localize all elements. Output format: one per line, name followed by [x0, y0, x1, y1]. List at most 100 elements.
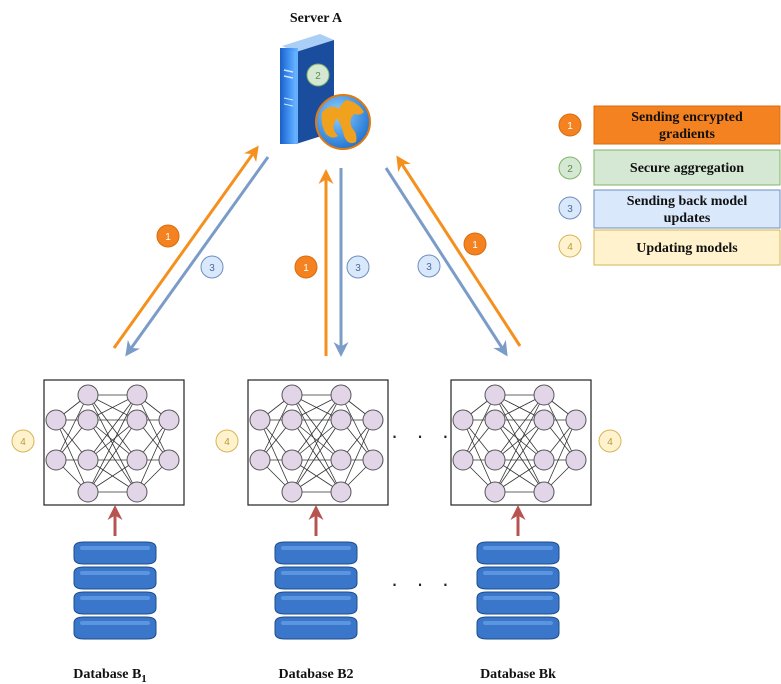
database-band-highlight [281, 571, 351, 575]
step-badge-update-bk-num: 4 [607, 437, 613, 448]
step-badge-return-b2: 3 [346, 255, 370, 279]
step-badge-send-b2-num: 1 [303, 263, 309, 274]
network-node [281, 449, 303, 471]
network-edge [136, 394, 170, 461]
database-band [274, 591, 358, 615]
database-band [73, 591, 157, 615]
database-band-highlight [483, 596, 553, 600]
network-node [281, 481, 303, 503]
network-edge [259, 394, 293, 461]
database-ellipsis: · · · [391, 571, 455, 596]
step-badge-update-b2-num: 4 [224, 437, 230, 448]
database-icon-b2 [274, 505, 358, 640]
network-edge [543, 419, 577, 493]
database-band-highlight [483, 621, 553, 625]
network-edge [340, 394, 374, 461]
globe-icon [315, 94, 371, 150]
legend-text-3-line1: Sending back model [627, 194, 748, 209]
database-band-highlight [281, 546, 351, 550]
network-ellipsis: · · · [391, 423, 455, 448]
network-node [126, 409, 148, 431]
network-edge [291, 419, 342, 493]
database-band [73, 616, 157, 640]
step-badge-aggregate-num: 2 [315, 71, 321, 82]
network-node [77, 481, 99, 503]
step-badge-update-b2: 4 [215, 429, 239, 453]
database-band [476, 541, 560, 565]
legend-badge-4 [558, 234, 582, 258]
legend-box-1 [593, 105, 781, 145]
legend-badge-3 [558, 196, 582, 220]
legend: 1 Sending encrypted gradients 2 Secure a… [558, 105, 781, 266]
network-node [484, 449, 506, 471]
network-node [330, 409, 352, 431]
arrow-send-bk [396, 155, 522, 347]
arrow-return-b1 [125, 156, 270, 357]
step-badge-return-b1: 3 [200, 255, 224, 279]
network-node [281, 384, 303, 406]
network-node [565, 409, 587, 431]
network-node [45, 409, 67, 431]
network-edge [136, 419, 170, 493]
legend-row-1: 1 Sending encrypted gradients [558, 105, 781, 145]
network-edge [55, 419, 89, 493]
database-band [476, 566, 560, 590]
legend-badge-4-num: 4 [567, 242, 573, 253]
legend-row-2: 2 Secure aggregation [558, 149, 781, 186]
network-node [249, 449, 271, 471]
network-edge [291, 419, 342, 461]
step-badge-send-b1-circle [156, 224, 180, 248]
network-node [158, 409, 180, 431]
network-node [330, 384, 352, 406]
database-band [274, 541, 358, 565]
legend-badge-1-num: 1 [567, 121, 573, 132]
server-title: Server A [290, 11, 343, 26]
neural-network-b2 [247, 379, 389, 506]
network-edge [462, 419, 496, 493]
step-badge-aggregate-circle [306, 63, 330, 87]
legend-badge-2-num: 2 [567, 164, 573, 175]
network-edge [87, 394, 138, 493]
step-badge-return-b2-circle [346, 255, 370, 279]
step-badge-send-b2-circle [294, 255, 318, 279]
network-node [330, 449, 352, 471]
database-label-b2: Database B2 [278, 667, 353, 682]
database-band-highlight [80, 596, 150, 600]
network-edge [340, 419, 374, 493]
step-badge-aggregate: 2 [306, 63, 330, 87]
network-edge [543, 394, 577, 461]
network-node [77, 384, 99, 406]
legend-box-2 [593, 149, 781, 186]
network-node [126, 449, 148, 471]
legend-box-4 [593, 229, 781, 266]
database-band-highlight [483, 546, 553, 550]
network-node [565, 449, 587, 471]
step-badge-update-b1-circle [11, 429, 35, 453]
network-node [484, 409, 506, 431]
step-badge-send-b1-num: 1 [165, 232, 171, 243]
network-node [249, 409, 271, 431]
step-badge-update-b1-num: 4 [20, 437, 26, 448]
database-band-highlight [80, 546, 150, 550]
legend-badge-1 [558, 113, 582, 137]
network-edge [462, 394, 496, 461]
database-band [476, 616, 560, 640]
network-node [77, 449, 99, 471]
network-edge [291, 394, 342, 493]
network-node [484, 384, 506, 406]
network-node [484, 481, 506, 503]
network-node [533, 481, 555, 503]
network-node [330, 481, 352, 503]
network-node [126, 481, 148, 503]
database-band [274, 616, 358, 640]
network-edge [494, 394, 545, 461]
database-band [73, 566, 157, 590]
network-node [281, 409, 303, 431]
step-badge-send-b1: 1 [156, 224, 180, 248]
legend-box-3 [593, 189, 781, 229]
step-badge-update-bk: 4 [598, 429, 622, 453]
network-node [452, 409, 474, 431]
network-node [126, 384, 148, 406]
step-badge-return-bk-circle [417, 254, 441, 278]
